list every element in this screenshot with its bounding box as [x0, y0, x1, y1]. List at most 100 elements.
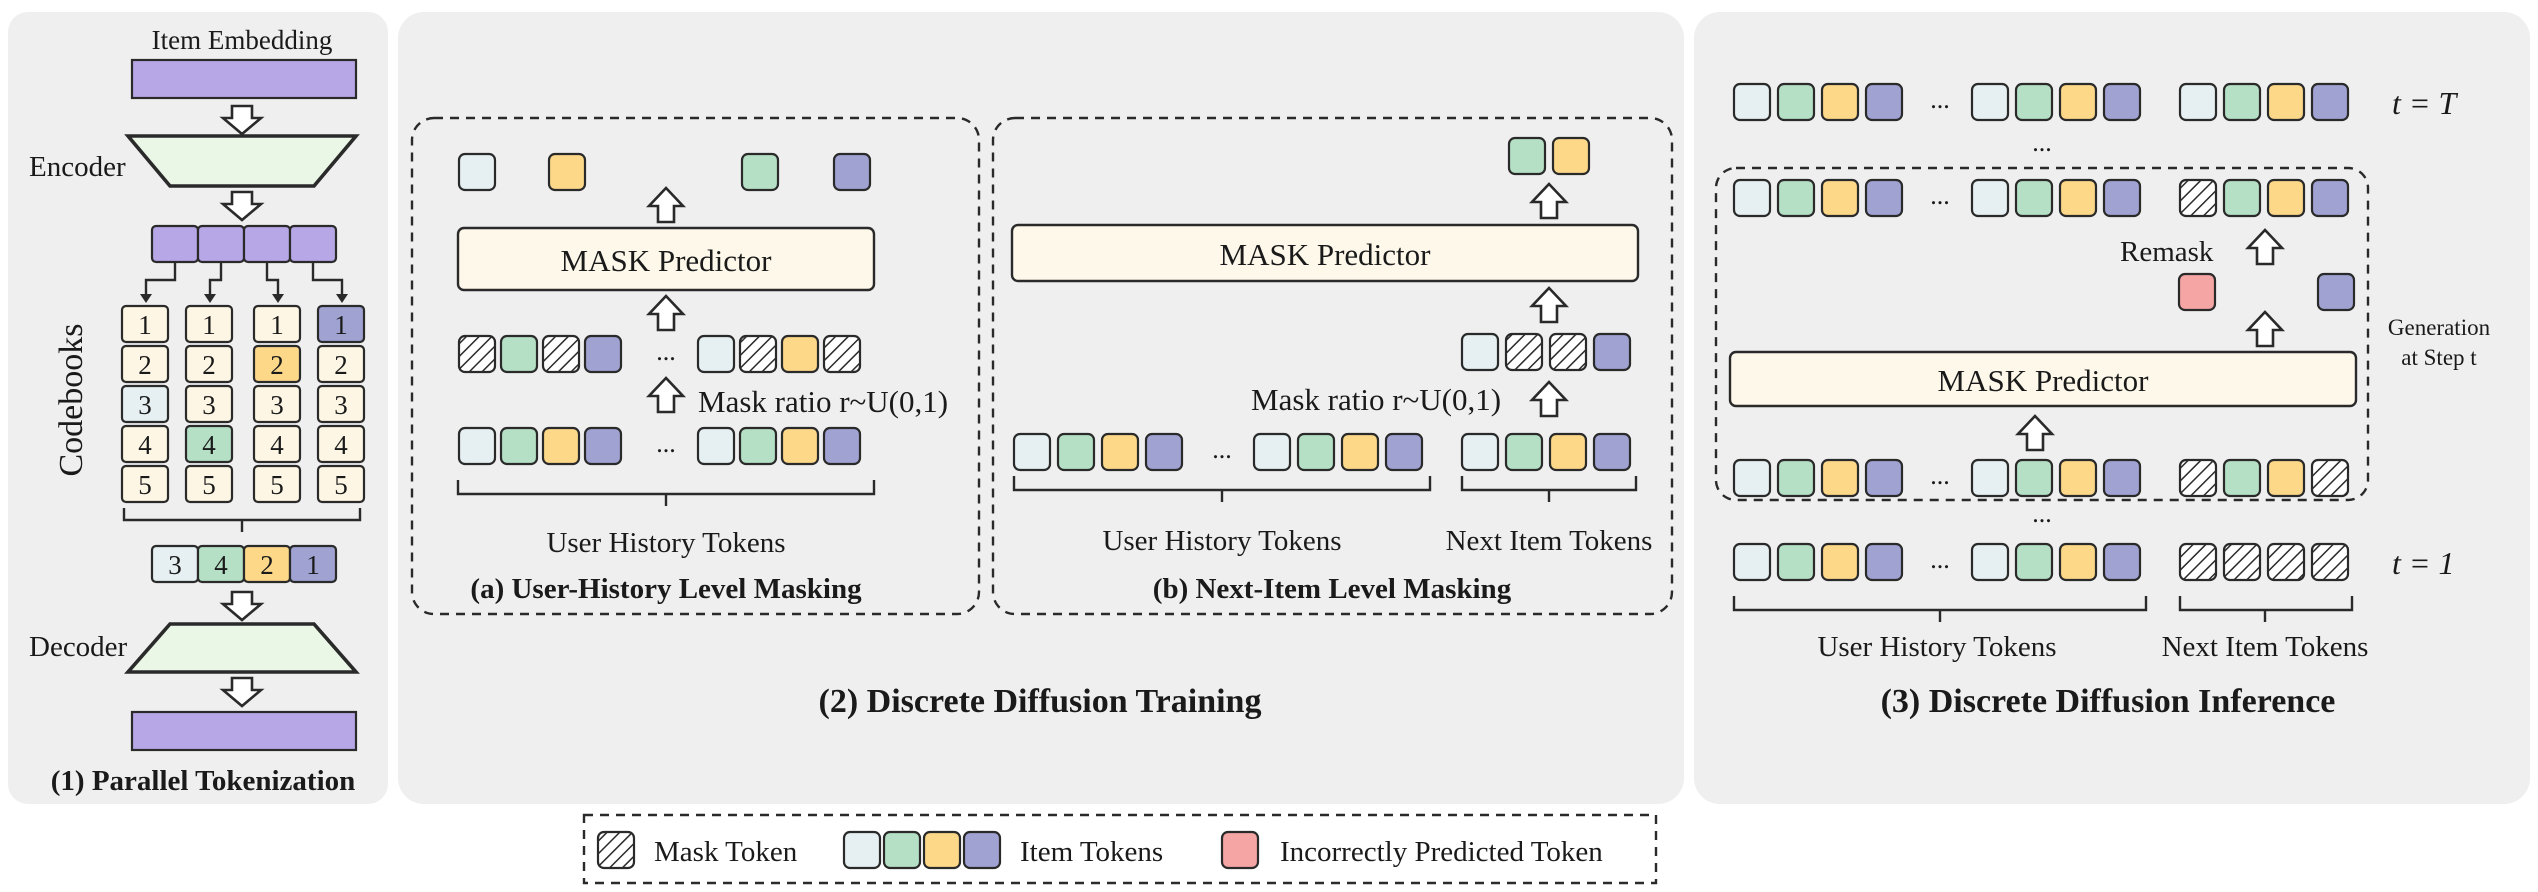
- inference-next-item-brace: [2178, 596, 2354, 622]
- item-token-white: [1732, 178, 1772, 218]
- ellipsis: ...: [1930, 181, 1950, 210]
- mask-token: [738, 334, 778, 374]
- item-token-white: [457, 152, 497, 192]
- item-token-yellow: [2266, 178, 2306, 218]
- b-history-brace: [1012, 476, 1432, 502]
- mask-token: [2178, 458, 2218, 498]
- item-token-purple: [1864, 458, 1904, 498]
- item-token-white: [1970, 178, 2010, 218]
- a-predicted-tokens: [457, 152, 872, 192]
- generation-label-line2: at Step t: [2401, 345, 2477, 370]
- item-token-white: [1970, 82, 2010, 122]
- item-token-purple: [2310, 178, 2350, 218]
- inference-history-brace: [1732, 596, 2148, 622]
- generation-label-line1: Generation: [2388, 315, 2491, 340]
- item-token-yellow: [2266, 82, 2306, 122]
- mask-token: [1548, 332, 1588, 372]
- item-token-purple: [1864, 542, 1904, 582]
- legend-incorrect-token-label: Incorrectly Predicted Token: [1280, 836, 1603, 868]
- item-token-yellow: [1820, 458, 1860, 498]
- latent-to-codebook-connectors: [140, 262, 348, 303]
- code-index: 2: [202, 350, 216, 380]
- item-token-purple: [1864, 178, 1904, 218]
- b-mask-ratio-label: Mask ratio r~U(0,1): [1251, 382, 1501, 417]
- item-token-green: [499, 426, 539, 466]
- box-generation-step: [1714, 166, 2370, 502]
- legend-frame: [582, 813, 1658, 885]
- item-token-white: [1970, 458, 2010, 498]
- remask-label: Remask: [2120, 236, 2214, 268]
- a-mask-predictor-label: MASK Predictor: [561, 243, 773, 278]
- code-index: 3: [138, 390, 152, 420]
- code-index: 3: [202, 390, 216, 420]
- item-token-green: [1776, 458, 1816, 498]
- box-user-history-masking: [410, 116, 981, 616]
- item-token-yellow: [1820, 82, 1860, 122]
- a-history-brace: [456, 480, 876, 506]
- b-mask-predictor-label: MASK Predictor: [1220, 237, 1432, 272]
- item-token-white: [1252, 432, 1292, 472]
- code-cell: [316, 344, 366, 384]
- mask-token: [2266, 542, 2306, 582]
- item-token-white: [696, 426, 736, 466]
- b-mask-arrow: [1528, 380, 1570, 418]
- t-1-label: t = 1: [2392, 545, 2454, 581]
- legend-item-token-green: [882, 830, 922, 870]
- legend-item-token-yellow: [922, 830, 962, 870]
- mask-token: [457, 334, 497, 374]
- item-token-green: [2222, 82, 2262, 122]
- code-index: 3: [270, 390, 284, 420]
- a-mask-ratio-label: Mask ratio r~U(0,1): [698, 384, 948, 419]
- a-input-arrow: [645, 294, 687, 332]
- ellipsis: ...: [656, 337, 676, 366]
- item-token-white: [1970, 542, 2010, 582]
- code-cell: [252, 464, 302, 504]
- code-index: 5: [334, 470, 348, 500]
- code-cell: [184, 464, 234, 504]
- code-cell: [252, 304, 302, 344]
- item-token-yellow: [1820, 542, 1860, 582]
- inference-section: ... t = T ... ... Remask MASK Predictor …: [1714, 82, 2491, 720]
- legend-mask-token-label: Mask Token: [654, 836, 798, 868]
- ellipsis: ...: [1930, 545, 1950, 574]
- item-token-green: [1504, 432, 1544, 472]
- item-token-purple: [832, 152, 872, 192]
- item-token-white: [696, 334, 736, 374]
- item-token-purple: [583, 334, 623, 374]
- code-index: 4: [202, 430, 216, 460]
- item-token-yellow: [2058, 82, 2098, 122]
- item-token-yellow: [2058, 458, 2098, 498]
- code-token-label: 3: [168, 550, 182, 580]
- code-cell: [252, 424, 302, 464]
- encoder-trapezoid: [124, 134, 360, 188]
- code-token-label: 1: [306, 550, 320, 580]
- inference-next-item-label: Next Item Tokens: [2162, 631, 2369, 663]
- remask-arrow: [2244, 228, 2286, 266]
- selected-code-cell: [120, 384, 170, 424]
- mask-token: [1504, 332, 1544, 372]
- legend-incorrect-token-swatch: [1220, 830, 1260, 870]
- code-index: 4: [138, 430, 152, 460]
- item-token-green: [2014, 82, 2054, 122]
- item-token-purple: [1384, 432, 1424, 472]
- item-token-white: [1460, 432, 1500, 472]
- code-token: [288, 544, 338, 584]
- code-index: 4: [334, 430, 348, 460]
- code-index: 2: [138, 350, 152, 380]
- code-index: 2: [334, 350, 348, 380]
- code-cell: [316, 424, 366, 464]
- item-token-green: [2014, 458, 2054, 498]
- item-token-green: [1507, 136, 1547, 176]
- decoder-trapezoid: [124, 622, 360, 674]
- training-title: (2) Discrete Diffusion Training: [819, 683, 1262, 720]
- b-input-arrow: [1528, 286, 1570, 324]
- code-cell: [184, 384, 234, 424]
- ellipsis-top-vertical: ...: [2032, 128, 2052, 157]
- item-token-purple: [1592, 332, 1632, 372]
- item-token-purple: [2102, 458, 2142, 498]
- code-index: 4: [270, 430, 284, 460]
- item-token-yellow: [541, 426, 581, 466]
- item-embedding-label: Item Embedding: [152, 25, 333, 55]
- item-token-white: [1732, 542, 1772, 582]
